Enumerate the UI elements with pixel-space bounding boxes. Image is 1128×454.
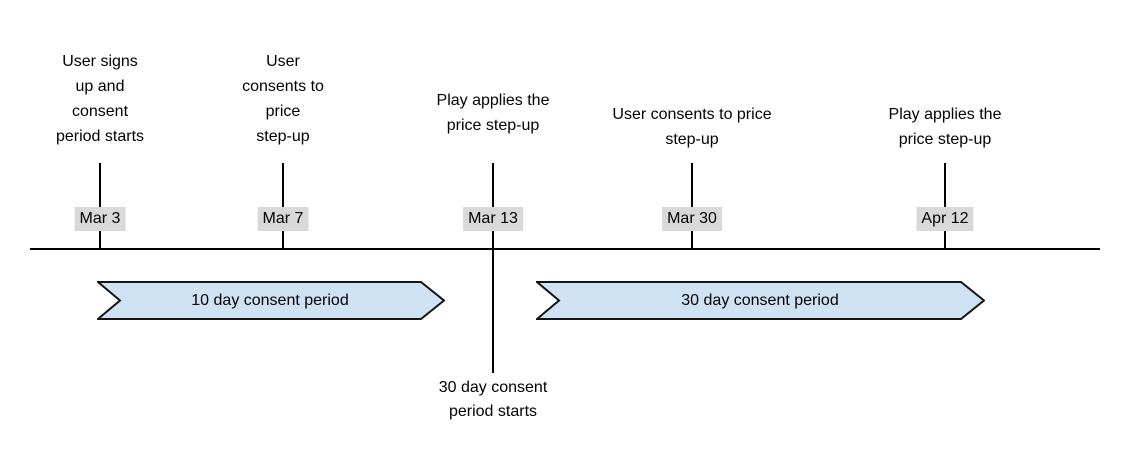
event-label-apply-2: Play applies the price step-up bbox=[888, 106, 1002, 148]
event-label-apply-1: Play applies the price step-up bbox=[436, 92, 550, 134]
event-tick-mar3 bbox=[99, 163, 101, 250]
event-date-mar3: Mar 3 bbox=[74, 207, 126, 231]
event-label-signup: User signs up and consent period starts bbox=[55, 53, 145, 145]
period-banner-30day-label: 30 day consent period bbox=[681, 292, 839, 309]
event-tick-mar30 bbox=[691, 163, 693, 250]
annotation-30day-period-starts: 30 day consent period starts bbox=[438, 379, 548, 420]
period-banner-10day bbox=[97, 281, 445, 320]
period-banner-30day bbox=[536, 281, 985, 320]
timeline-axis bbox=[30, 248, 1100, 250]
event-date-mar30: Mar 30 bbox=[662, 207, 722, 231]
period-banner-30day-shape bbox=[536, 281, 985, 320]
event-date-mar13: Mar 13 bbox=[463, 207, 523, 231]
event-tick-apr12 bbox=[944, 163, 946, 250]
event-tick-mar13 bbox=[492, 163, 494, 373]
period-banner-10day-shape bbox=[97, 281, 445, 320]
period-banner-10day-label: 10 day consent period bbox=[191, 292, 349, 309]
event-label-consent-2: User consents to price step-up bbox=[612, 106, 772, 148]
event-label-consent-1: User consents to price step-up bbox=[242, 53, 324, 145]
event-date-mar7: Mar 7 bbox=[257, 207, 309, 231]
event-tick-mar7 bbox=[282, 163, 284, 250]
event-date-apr12: Apr 12 bbox=[916, 207, 974, 231]
